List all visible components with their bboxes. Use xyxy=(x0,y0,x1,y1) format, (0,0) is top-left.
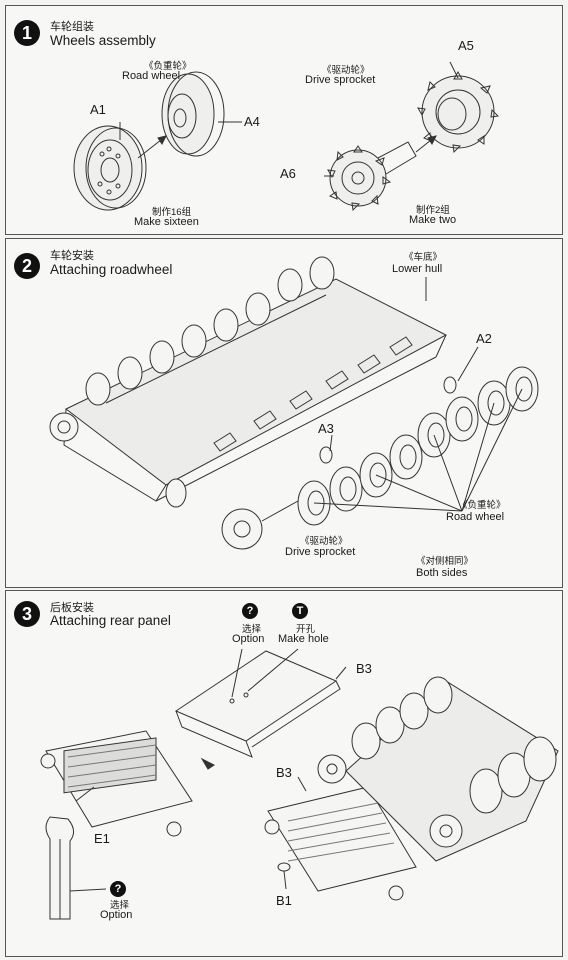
wheels-assembly-drawing xyxy=(73,61,500,212)
part-a2-cap xyxy=(443,376,457,394)
both-sides-label-cn: 《对侧相同》 xyxy=(416,556,474,567)
drive-sprocket-label-en: Drive sprocket xyxy=(305,74,376,86)
road-wheel-label-cn: 《负重轮》 xyxy=(458,500,506,511)
far-side-drive-sprocket xyxy=(49,412,79,442)
step-3-panel: 3 后板安装 Attaching rear panel ? 选择 Option … xyxy=(5,590,563,957)
drive-sprocket-label-cn: 《驱动轮》 xyxy=(300,536,348,547)
rear-panel-left-assembly xyxy=(40,730,193,837)
make-hole-drill-icon: T xyxy=(292,603,308,619)
road-wheel-label-en: Road wheel xyxy=(122,70,181,82)
both-sides-label-en: Both sides xyxy=(416,567,468,579)
part-label-a4: A4 xyxy=(244,114,260,129)
step-title-en: Wheels assembly xyxy=(50,33,156,48)
make-sixteen-label-cn: 制作16组 xyxy=(152,207,192,218)
make-two-label-en: Make two xyxy=(409,214,457,226)
option-label-cn: 选择 xyxy=(242,624,262,635)
part-label-a1: A1 xyxy=(90,102,106,117)
road-wheel-label-cn: 《负重轮》 xyxy=(144,61,192,72)
part-a3-cap xyxy=(319,446,333,464)
suspension-arms xyxy=(213,336,413,452)
make-hole-label-en: Make hole xyxy=(278,633,329,645)
part-label-b3-left: B3 xyxy=(276,765,292,780)
step-number-badge: 1 xyxy=(14,20,40,46)
part-label-b3-top: B3 xyxy=(356,661,372,676)
part-label-a3: A3 xyxy=(318,421,334,436)
option2-label-en: Option xyxy=(100,909,133,921)
make-hole-label-cn: 开孔 xyxy=(296,624,316,635)
part-b1-hook xyxy=(277,862,291,872)
lower-hull-label-en: Lower hull xyxy=(392,263,443,275)
drive-sprocket-a5-part xyxy=(417,70,500,154)
part-e1-exhaust xyxy=(45,786,95,920)
road-wheel-a4-part xyxy=(161,71,225,157)
step-2-panel: 2 车轮安装 Attaching roadwheel xyxy=(5,238,563,588)
option-label-en: Option xyxy=(232,633,265,645)
step-number-badge: 3 xyxy=(14,601,40,627)
drive-sprocket-a6-part xyxy=(327,141,417,212)
step-title-cn: 车轮组装 xyxy=(50,21,94,33)
option2-question-icon: ? xyxy=(110,881,126,897)
drive-sprocket-label-cn: 《驱动轮》 xyxy=(322,65,370,76)
part-label-e1: E1 xyxy=(94,831,110,846)
option2-label-cn: 选择 xyxy=(110,900,130,911)
rear-panel-drawing xyxy=(40,648,559,920)
part-label-a6: A6 xyxy=(280,166,296,181)
part-label-a5: A5 xyxy=(458,38,474,53)
make-sixteen-label-en: Make sixteen xyxy=(134,216,199,228)
hull-rear-section xyxy=(317,676,559,862)
step-title-en: Attaching rear panel xyxy=(50,613,171,628)
road-wheel-a1-part xyxy=(73,125,147,211)
drive-sprocket-label-en: Drive sprocket xyxy=(285,546,356,558)
lower-hull-label-cn: 《车底》 xyxy=(404,252,443,263)
roadwheel-attach-drawing xyxy=(49,256,539,550)
step-title-en: Attaching roadwheel xyxy=(50,262,173,277)
rear-panel-right-assembly xyxy=(264,786,417,901)
step-title-cn: 车轮安装 xyxy=(50,250,94,262)
part-label-b1: B1 xyxy=(276,893,292,908)
far-side-road-wheels xyxy=(85,256,335,406)
step-title-cn: 后板安装 xyxy=(50,602,94,614)
step-number-badge: 2 xyxy=(14,253,40,279)
road-wheel-label-en: Road wheel xyxy=(446,511,505,523)
part-b3-plate xyxy=(174,648,341,758)
near-side-drive-sprocket xyxy=(221,500,299,550)
part-label-a2: A2 xyxy=(476,331,492,346)
near-side-road-wheels xyxy=(297,366,539,526)
option-question-icon: ? xyxy=(242,603,258,619)
step-1-panel: 1 车轮组装 Wheels assembly xyxy=(5,5,563,235)
make-two-label-cn: 制作2组 xyxy=(416,205,450,216)
